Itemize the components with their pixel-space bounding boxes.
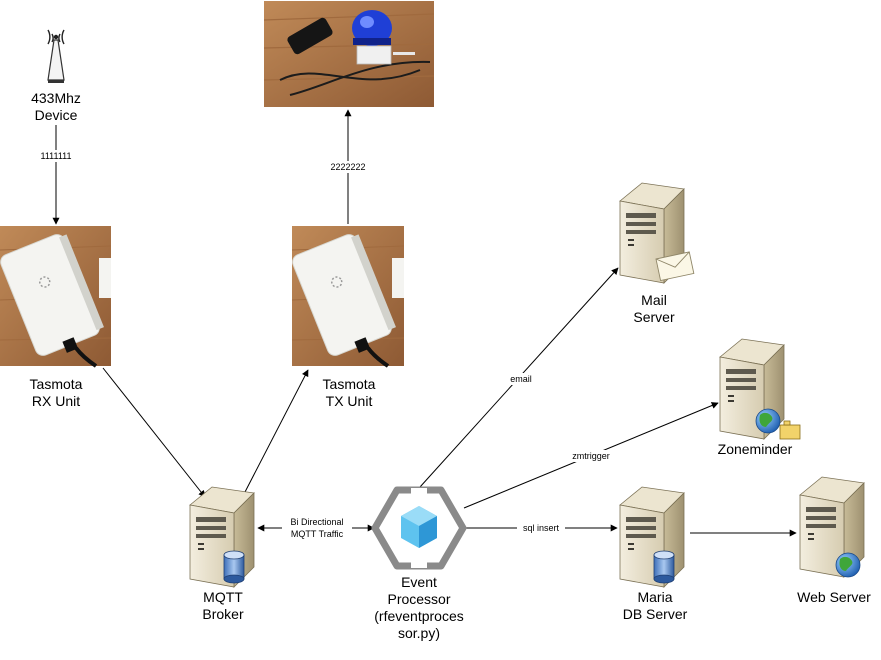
edge-label-device-to-rx: 1111111 (36, 150, 76, 162)
maria-db-server-icon (619, 486, 685, 588)
edge-label-mqtt-traffic-line1: Bi Directional (290, 517, 344, 527)
mail-server-icon (619, 182, 695, 284)
maria-db-label-line1: Maria (637, 589, 673, 605)
edge-label-mqtt-traffic: Bi Directional MQTT Traffic (282, 516, 352, 540)
web-server-label: Web Server (788, 589, 880, 606)
event-processor-label-line3: (rfeventproces (374, 608, 464, 624)
rf-device-label: 433Mhz Device (16, 90, 96, 124)
edge-label-mqtt-traffic-line2: MQTT Traffic (290, 529, 344, 539)
zoneminder-server-icon (719, 338, 801, 440)
mail-server-label-line2: Server (633, 309, 675, 325)
web-server-label-line1: Web Server (797, 589, 871, 605)
mqtt-broker-label-line1: MQTT (203, 589, 243, 605)
tx-unit-label-line2: TX Unit (325, 393, 373, 409)
rf-device-label-line2: Device (34, 107, 78, 123)
antenna-icon (47, 29, 65, 83)
zoneminder-label-line1: Zoneminder (717, 441, 793, 457)
tx-unit-label: Tasmota TX Unit (309, 376, 389, 410)
maria-db-label: Maria DB Server (610, 589, 700, 623)
mail-server-label-line1: Mail (641, 292, 667, 308)
siren-photo (263, 1, 435, 107)
edge-rx-to-mqtt (102, 367, 206, 498)
web-server-icon (799, 476, 865, 578)
mqtt-broker-server-icon (189, 486, 255, 588)
maria-db-label-line2: DB Server (622, 606, 688, 622)
event-processor-icon (371, 486, 467, 570)
zoneminder-label: Zoneminder (705, 441, 805, 458)
mail-server-label: Mail Server (614, 292, 694, 326)
edge-label-zmtrigger: zmtrigger (567, 450, 615, 462)
edge-label-tx-to-siren: 2222222 (328, 161, 368, 173)
event-processor-label-line2: Processor (387, 591, 451, 607)
rx-unit-label-line1: Tasmota (29, 376, 83, 392)
event-processor-label-line4: sor.py) (397, 625, 440, 641)
edge-label-sql-insert: sql insert (517, 522, 565, 534)
event-processor-label: Event Processor (rfeventproces sor.py) (364, 574, 474, 642)
edge-label-email: email (505, 373, 537, 385)
mqtt-broker-label-line2: Broker (202, 606, 244, 622)
rx-unit-photo (0, 226, 112, 368)
rx-unit-label-line2: RX Unit (31, 393, 81, 409)
rf-device-label-line1: 433Mhz (31, 90, 81, 106)
mqtt-broker-label: MQTT Broker (183, 589, 263, 623)
rx-unit-label: Tasmota RX Unit (16, 376, 96, 410)
event-processor-label-line1: Event (401, 574, 437, 590)
tx-unit-label-line1: Tasmota (322, 376, 376, 392)
edge-mqtt-to-tx (244, 369, 309, 493)
tx-unit-photo (291, 226, 405, 368)
